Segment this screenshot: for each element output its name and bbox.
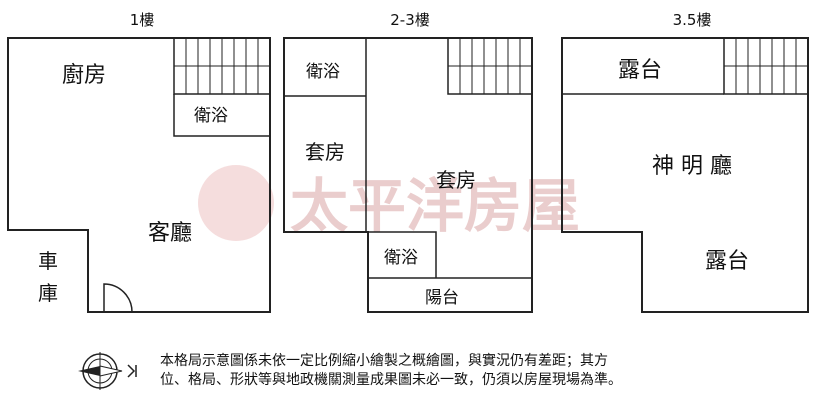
room-bath-label: 衛浴 xyxy=(194,106,228,126)
room-garage-label-1: 車 xyxy=(38,249,58,273)
floor-3-5-title: 3.5樓 xyxy=(673,11,712,29)
room-terrace-top-label: 露台 xyxy=(618,58,662,83)
floor-2-3-title: 2-3樓 xyxy=(390,11,430,29)
floor-2-3: 2-3樓 衛浴 套房 套房 衛浴 陽台 xyxy=(283,11,533,313)
floor-2-3-stairs xyxy=(447,37,533,95)
floor-1-title: 1樓 xyxy=(130,11,155,29)
floor-3-5-stairs xyxy=(723,37,809,95)
watermark-text: 太平洋房屋 xyxy=(290,172,580,240)
floor-3-5: 3.5樓 露台 神 明 廳 露台 xyxy=(561,11,809,313)
watermark: 太平洋房屋 xyxy=(198,165,580,241)
disclaimer-line-1: 本格局示意圖係未依一定比例縮小繪製之概繪圖，與實況仍有差距；其方 xyxy=(160,353,608,369)
room-shrine-label: 神 明 廳 xyxy=(652,154,732,179)
disclaimer-line-2: 位、格局、形狀等與地政機關測量成果圖未必一致，仍須以房屋現場為準。 xyxy=(160,372,622,388)
room-balcony-label: 陽台 xyxy=(425,288,459,308)
floor-1: 1樓 廚房 衛浴 客廳 車 庫 xyxy=(7,11,271,313)
disclaimer: 本格局示意圖係未依一定比例縮小繪製之概繪圖，與實況仍有差距；其方 位、格局、形狀… xyxy=(160,352,770,390)
floor-1-bath-walls xyxy=(173,94,270,137)
room-garage-label-2: 庫 xyxy=(38,281,58,305)
floor-1-door xyxy=(103,283,133,313)
room-bath-bottom-label: 衛浴 xyxy=(384,248,418,268)
compass-icon xyxy=(78,352,137,390)
room-bath-top-label: 衛浴 xyxy=(306,62,340,82)
room-living-label: 客廳 xyxy=(148,221,192,246)
room-suite-main-label: 套房 xyxy=(436,168,476,192)
room-kitchen-label: 廚房 xyxy=(62,63,106,88)
floor-2-3-interior-walls xyxy=(284,38,532,279)
watermark-logo-icon xyxy=(198,165,274,241)
room-suite-left-label: 套房 xyxy=(305,140,345,164)
room-terrace-bottom-label: 露台 xyxy=(705,249,749,274)
floor-1-stairs xyxy=(173,37,271,95)
